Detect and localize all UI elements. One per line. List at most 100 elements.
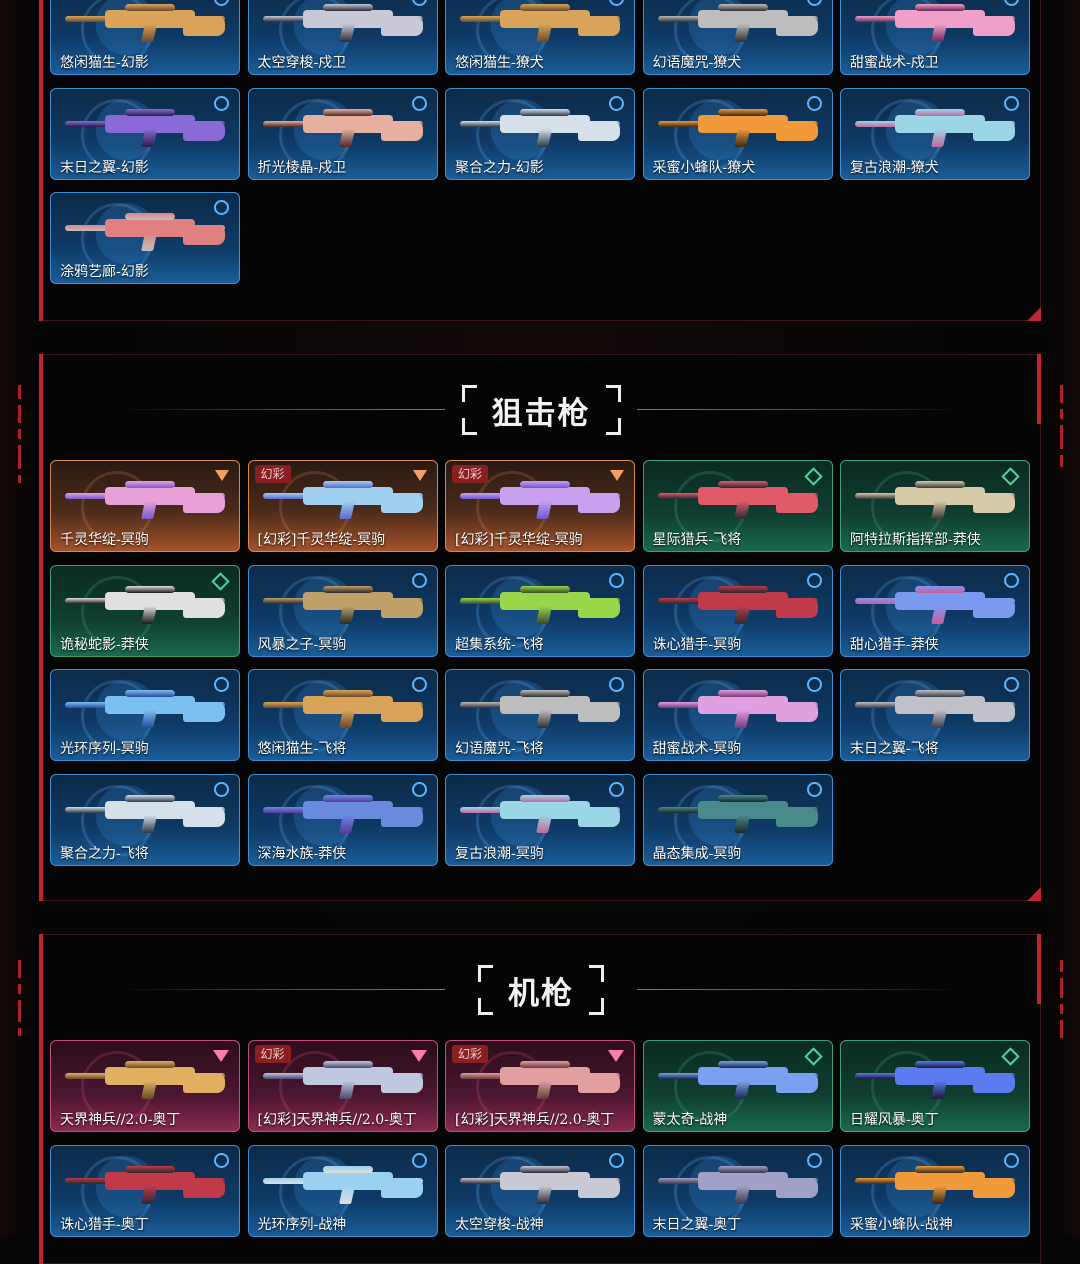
skin-name: 光环序列-战神	[257, 1216, 347, 1233]
right-side-marks	[1060, 385, 1064, 473]
weapon-image	[262, 1059, 423, 1103]
skin-name: 悠闲猫生-幻影	[60, 55, 149, 71]
skin-card[interactable]: 悠闲猫生-飞将	[247, 669, 438, 761]
skin-name: 涂鸦艺廊-幻影	[60, 264, 149, 280]
skin-card[interactable]: 幻彩[幻彩]天界神兵//2.0-奥丁	[247, 1040, 438, 1132]
weapon-image	[65, 1059, 225, 1103]
skin-card[interactable]: 聚合之力-飞将	[50, 773, 240, 866]
sniper-section-header: 狙击枪	[40, 380, 1042, 440]
left-side-marks	[18, 385, 22, 489]
skin-card[interactable]: 风暴之子-冥驹	[247, 564, 438, 657]
skin-card[interactable]: 聚合之力-幻影	[445, 87, 635, 180]
skin-card[interactable]: 蒙太奇-战神	[642, 1040, 833, 1132]
skin-card[interactable]: 采蜜小蜂队-战神	[840, 1144, 1030, 1237]
skin-card[interactable]: 折光棱晶-戍卫	[247, 87, 438, 180]
skin-name: 星际猎兵-飞将	[652, 532, 742, 548]
circle-tier-icon	[411, 0, 427, 6]
skin-card[interactable]: 深海水族-莽侠	[247, 773, 438, 866]
skin-card[interactable]: 悠闲猫生-幻影	[50, 0, 240, 75]
weapon-image	[657, 2, 818, 46]
skin-name: [幻彩]千灵华绽-冥驹	[257, 532, 386, 548]
skin-card[interactable]: 千灵华绽-冥驹	[50, 460, 240, 552]
weapon-image	[855, 107, 1015, 151]
weapon-image	[657, 1059, 818, 1103]
skin-name: 日耀风暴-奥丁	[850, 1112, 939, 1128]
skin-card[interactable]: 超集系统-飞将	[445, 564, 635, 657]
weapon-image	[855, 2, 1015, 46]
weapon-image	[657, 1164, 818, 1208]
skin-card[interactable]: 诡秘蛇影-莽侠	[50, 564, 240, 657]
skin-card[interactable]: 太空穿梭-戍卫	[247, 0, 438, 75]
skin-card[interactable]: 光环序列-战神	[247, 1144, 438, 1237]
left-side-marks-2	[18, 960, 22, 1042]
circle-tier-icon	[411, 1152, 427, 1168]
skin-card[interactable]: 星际猎兵-飞将	[642, 460, 833, 552]
circle-tier-icon	[411, 572, 427, 588]
skin-card[interactable]: 幻语魔咒-飞将	[445, 669, 635, 761]
sniper-section-title: 狙击枪	[491, 395, 591, 432]
skin-card[interactable]: 幻彩[幻彩]千灵华绽-冥驹	[445, 460, 635, 552]
title-line-left	[115, 989, 445, 990]
skin-card[interactable]: 复古浪潮-獠犬	[840, 87, 1030, 180]
rifle-panel: 悠闲猫生-幻影 太空穿梭-戍卫悠闲猫生-獠犬幻语魔咒-獠犬甜蜜战术-戍卫末日之翼-…	[39, 0, 1041, 321]
skin-card[interactable]: 幻语魔咒-獠犬	[642, 0, 833, 75]
skin-card[interactable]: 末日之翼-幻影	[50, 87, 240, 180]
skin-card[interactable]: 光环序列-冥驹	[50, 669, 240, 761]
skin-card[interactable]: 幻彩[幻彩]天界神兵//2.0-奥丁	[445, 1040, 635, 1132]
skin-name: 末日之翼-飞将	[850, 741, 939, 757]
skin-card[interactable]: 采蜜小蜂队-獠犬	[642, 87, 833, 180]
circle-tier-icon	[806, 677, 822, 692]
weapon-image	[65, 2, 225, 46]
skin-card[interactable]: 复古浪潮-冥驹	[445, 773, 635, 866]
skin-name: 末日之翼-幻影	[60, 159, 149, 176]
skin-name: [幻彩]天界神兵//2.0-奥丁	[257, 1112, 417, 1128]
skin-name: 风暴之子-冥驹	[257, 636, 347, 653]
circle-tier-icon	[1004, 677, 1019, 692]
panel-accent	[1037, 354, 1041, 424]
variant-badge: 幻彩	[452, 465, 489, 483]
weapon-image	[657, 793, 818, 837]
pent-tier-icon	[412, 470, 427, 481]
skin-card[interactable]: 甜蜜战术-戍卫	[840, 0, 1030, 75]
weapon-image	[657, 107, 818, 151]
weapon-image	[262, 107, 423, 151]
skin-card[interactable]: 甜心猎手-莽侠	[840, 564, 1030, 657]
skin-card[interactable]: 太空穿梭-战神	[445, 1144, 635, 1237]
circle-tier-icon	[1004, 1152, 1019, 1168]
right-side-marks-2	[1060, 960, 1064, 1044]
weapon-image	[657, 584, 818, 628]
skin-name: 深海水族-莽侠	[257, 845, 347, 862]
circle-tier-icon	[806, 572, 822, 588]
variant-badge: 幻彩	[254, 465, 291, 483]
skin-card[interactable]: 悠闲猫生-獠犬	[445, 0, 635, 75]
weapon-image	[65, 479, 225, 523]
skin-card[interactable]: 甜蜜战术-冥驹	[642, 669, 833, 761]
tri-tier-icon	[213, 1050, 229, 1062]
skin-card[interactable]: 天界神兵//2.0-奥丁	[50, 1040, 240, 1132]
skin-name: 太空穿梭-战神	[455, 1216, 544, 1233]
skin-card[interactable]: 幻彩 [幻彩]千灵华绽-冥驹	[247, 460, 438, 552]
skin-name: 悠闲猫生-飞将	[257, 741, 347, 757]
skin-card[interactable]: 末日之翼-飞将	[840, 669, 1030, 761]
circle-tier-icon	[609, 1152, 624, 1168]
skin-name: 末日之翼-奥丁	[652, 1216, 742, 1233]
skin-name: 诛心猎手-奥丁	[60, 1216, 149, 1233]
skin-card[interactable]: 诛心猎手-奥丁	[50, 1144, 240, 1237]
circle-tier-icon	[806, 1152, 822, 1168]
weapon-image	[855, 1164, 1015, 1208]
weapon-image	[65, 584, 225, 628]
skin-card[interactable]: 末日之翼-奥丁	[642, 1144, 833, 1237]
skin-card[interactable]: 阿特拉斯指挥部-莽侠	[840, 460, 1030, 552]
panel-corner	[1027, 887, 1041, 901]
skin-name: 采蜜小蜂队-战神	[850, 1216, 953, 1233]
weapon-image	[460, 793, 620, 837]
weapon-image	[460, 107, 620, 151]
skin-card[interactable]: 诛心猎手-冥驹	[642, 564, 833, 657]
skin-card[interactable]: 晶态集成-冥驹	[642, 773, 833, 866]
skin-card[interactable]: 日耀风暴-奥丁	[840, 1040, 1030, 1132]
skin-name: [幻彩]天界神兵//2.0-奥丁	[455, 1112, 615, 1128]
weapon-image	[262, 584, 423, 628]
weapon-image	[657, 688, 818, 732]
skin-card[interactable]: 涂鸦艺廊-幻影	[50, 192, 240, 284]
skin-name: 聚合之力-幻影	[455, 159, 544, 176]
